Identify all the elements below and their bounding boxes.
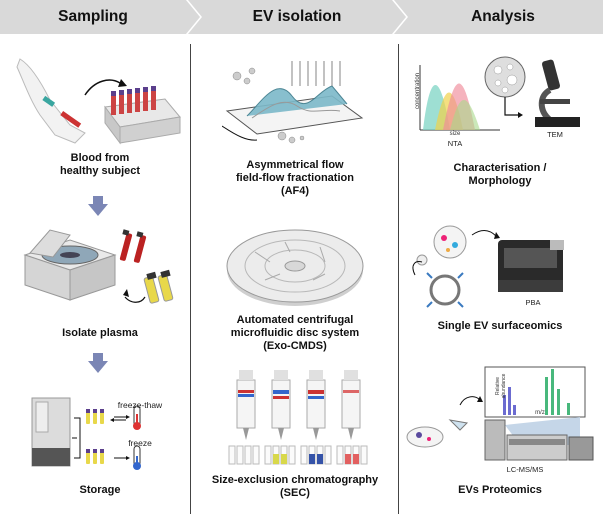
header-analysis: Analysis [394, 0, 603, 34]
af4-label: Asymmetrical flow field-flow fractionati… [236, 159, 354, 197]
header-sampling: Sampling [0, 0, 200, 34]
lcms-illustration [406, 366, 594, 461]
plasma-label: Isolate plasma [62, 327, 138, 339]
pba-instrument-illustration [412, 225, 564, 308]
freeze-thaw-label: freeze-thaw [117, 400, 163, 410]
header-ev-isolation: EV isolation [188, 0, 406, 34]
exo-cmds-label: Automated centrifugal microfluidic disc … [230, 314, 360, 352]
sec-columns-illustration [228, 370, 368, 465]
header-analysis-label: Analysis [471, 8, 535, 25]
ms-x-axis-label: m/z [535, 410, 545, 416]
sec-label: Size-exclusion chromatography (SEC) [211, 474, 379, 499]
header-ev-isolation-label: EV isolation [252, 8, 342, 25]
lcms-label: LC-MS/MS [506, 465, 544, 474]
nta-chart-illustration [419, 65, 500, 131]
nta-label: NTA [447, 139, 463, 148]
centrifuge-illustration [23, 229, 174, 304]
ms-y-axis-label: Relative abundance [495, 373, 507, 399]
surfaceomics-label: Single EV surfaceomics [437, 320, 563, 332]
pba-label: PBA [525, 298, 541, 307]
proteomics-label: EVs Proteomics [458, 484, 542, 496]
header-ev-isolation-shape [188, 0, 406, 34]
header-analysis-shape [394, 0, 603, 34]
blood-draw-illustration [16, 58, 181, 145]
down-arrow-1 [88, 196, 108, 216]
exo-cmds-disc-illustration [226, 229, 364, 306]
divider-right [398, 44, 399, 514]
storage-illustration [31, 397, 141, 470]
tem-label: TEM [547, 130, 563, 139]
freeze-label: freeze [128, 438, 152, 448]
blood-label: Blood from healthy subject [59, 152, 141, 177]
storage-label: Storage [79, 484, 121, 496]
af4-illustration [222, 61, 364, 144]
header-sampling-shape [0, 0, 200, 34]
nta-x-axis-label: size [449, 131, 461, 137]
divider-left [190, 44, 191, 514]
tem-microscope-illustration [484, 56, 580, 127]
characterisation-label: Characterisation / Morphology [453, 162, 547, 187]
down-arrow-2 [88, 353, 108, 373]
nta-y-axis-label: concentration [415, 72, 421, 110]
header-sampling-label: Sampling [58, 8, 128, 25]
